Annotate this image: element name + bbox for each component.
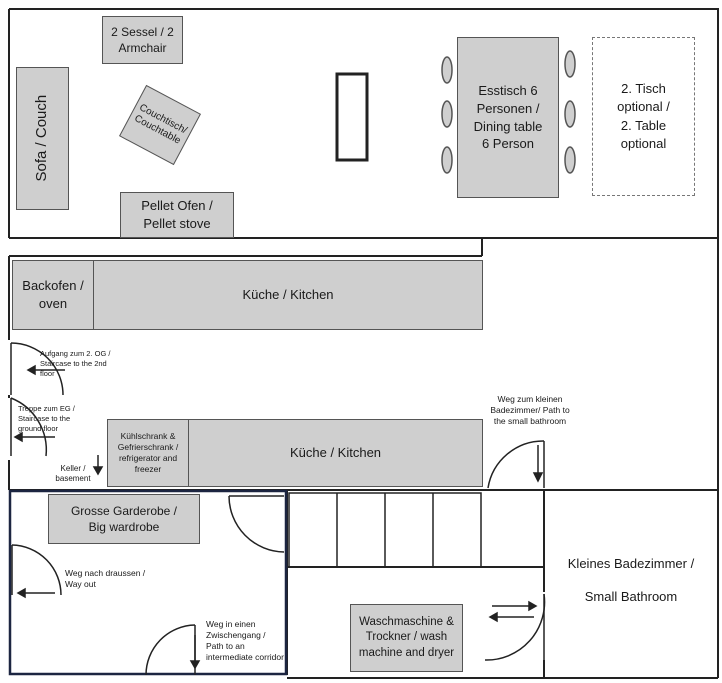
- second-table: 2. Tisch optional / 2. Table optional: [592, 37, 695, 196]
- coffee-table-label: Couchtisch/ Couchtable: [132, 101, 189, 147]
- sofa: Sofa / Couch: [16, 67, 69, 210]
- kitchen-counter-lower: Küche / Kitchen: [188, 419, 483, 487]
- arrows: [13, 364, 544, 670]
- fridge: Kühlschrank & Gefrierschrank / refrigera…: [107, 419, 189, 487]
- doors: [10, 342, 546, 676]
- path-bathroom-label: Weg zum kleinen Badezimmer/ Path to the …: [490, 394, 570, 427]
- dining-table: Esstisch 6 Personen / Dining table 6 Per…: [457, 37, 559, 198]
- sofa-label: Sofa / Couch: [33, 95, 51, 182]
- bathroom-label: Kleines Badezimmer / Small Bathroom: [567, 556, 695, 604]
- pellet-stove: Pellet Ofen / Pellet stove: [120, 192, 234, 238]
- armchair: 2 Sessel / 2 Armchair: [102, 16, 183, 64]
- laundry-bays: [288, 492, 482, 568]
- corridor-label: Weg in einen Zwischengang / Path to an i…: [206, 619, 284, 663]
- hall-outline: [8, 489, 288, 676]
- oven: Backofen / oven: [12, 260, 94, 330]
- washer-dryer: Waschmaschine & Trockner / wash machine …: [350, 604, 463, 672]
- way-out-label: Weg nach draussen / Way out: [65, 568, 146, 590]
- stairs-up-label: Aufgang zum 2. OG / Staircase to the 2nd…: [40, 349, 111, 378]
- room-divider-shelf: [335, 72, 369, 162]
- basement-label: Keller / basement: [55, 464, 91, 484]
- stairs-down-label: Treppe zum EG / Staircase to the ground …: [18, 404, 75, 433]
- big-wardrobe: Grosse Garderobe / Big wardrobe: [48, 494, 200, 544]
- kitchen-counter-upper: Küche / Kitchen: [93, 260, 483, 330]
- dining-chairs: [441, 50, 576, 174]
